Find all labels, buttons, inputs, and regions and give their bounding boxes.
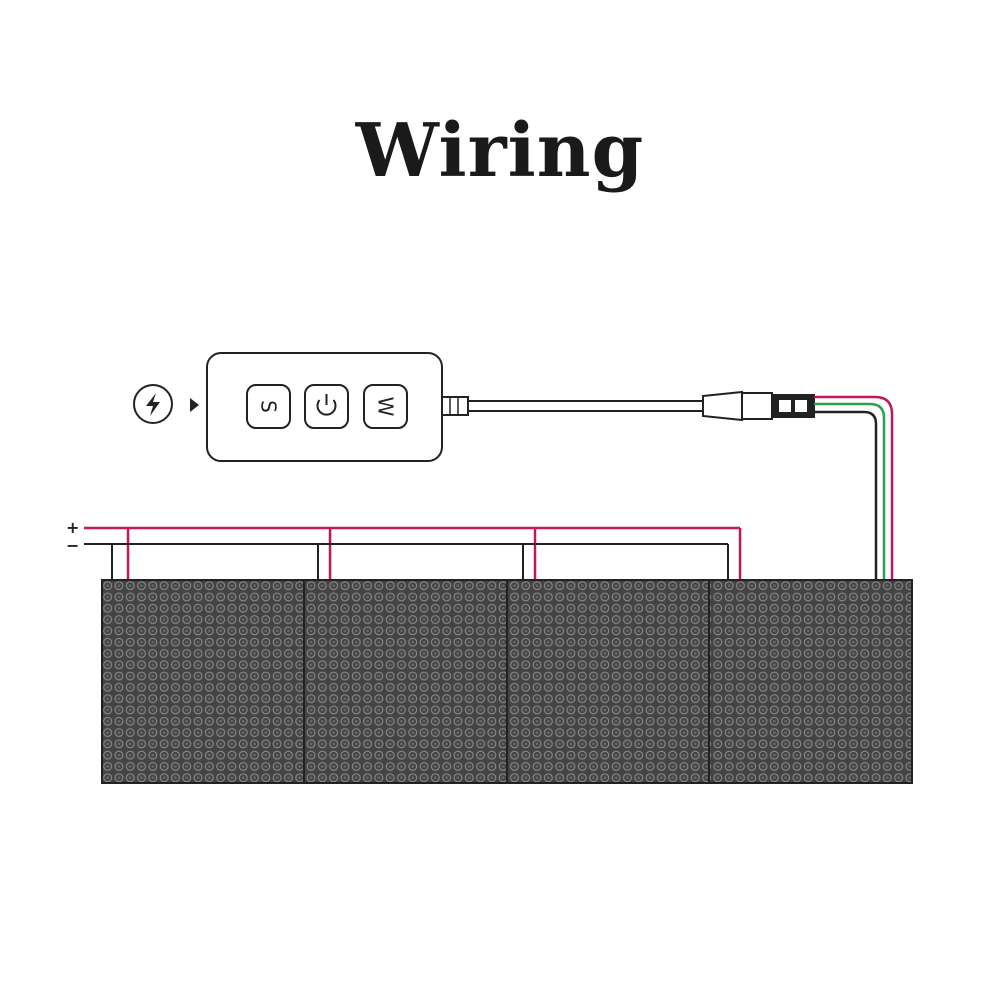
- minus-label: −: [66, 536, 79, 555]
- positive-bus: [84, 526, 742, 580]
- led-panel-2: [303, 579, 508, 784]
- power-input: [133, 384, 199, 424]
- cable-relief: [441, 396, 469, 416]
- data-wire-red: [814, 395, 894, 580]
- controller: S W: [206, 352, 469, 462]
- plus-label: +: [66, 518, 79, 537]
- controller-cable: [468, 400, 703, 412]
- arrow-right-icon: [190, 398, 199, 412]
- button-w[interactable]: W: [363, 384, 408, 429]
- led-panels: [101, 579, 913, 784]
- page-title: Wiring: [355, 108, 645, 194]
- power-button[interactable]: [304, 384, 349, 429]
- data-wires: [814, 395, 894, 580]
- data-wire-black: [814, 410, 878, 580]
- button-s-label: S: [257, 400, 281, 413]
- negative-bus: [84, 543, 729, 580]
- button-s[interactable]: S: [246, 384, 291, 429]
- led-panel-3: [506, 579, 710, 784]
- connector: [702, 390, 815, 422]
- power-icon: [316, 394, 337, 416]
- led-panel-4: [708, 579, 913, 784]
- led-panel-1: [101, 579, 305, 784]
- data-wire-green: [814, 402, 886, 580]
- button-w-label: W: [374, 397, 398, 417]
